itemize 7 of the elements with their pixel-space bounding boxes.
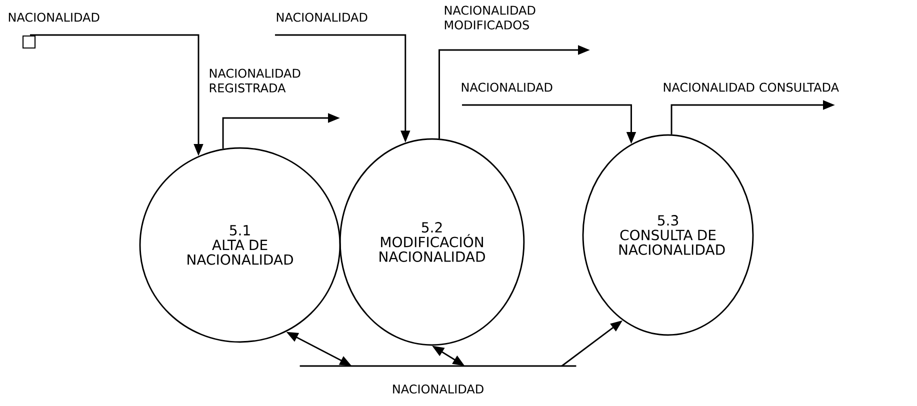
edge-label: NACIONALIDAD REGISTRADA bbox=[210, 68, 300, 92]
edge-label: NACIONALIDAD bbox=[276, 12, 368, 22]
edge-label: NACIONALIDAD bbox=[462, 82, 552, 92]
edge-label: NACIONALIDAD bbox=[8, 12, 100, 22]
edge-label: NACIONALIDAD CONSULTADA bbox=[664, 82, 839, 92]
data-store: NACIONALIDAD bbox=[300, 365, 576, 394]
edge-label: NACIONALIDAD MODIFICADOS bbox=[444, 6, 536, 30]
